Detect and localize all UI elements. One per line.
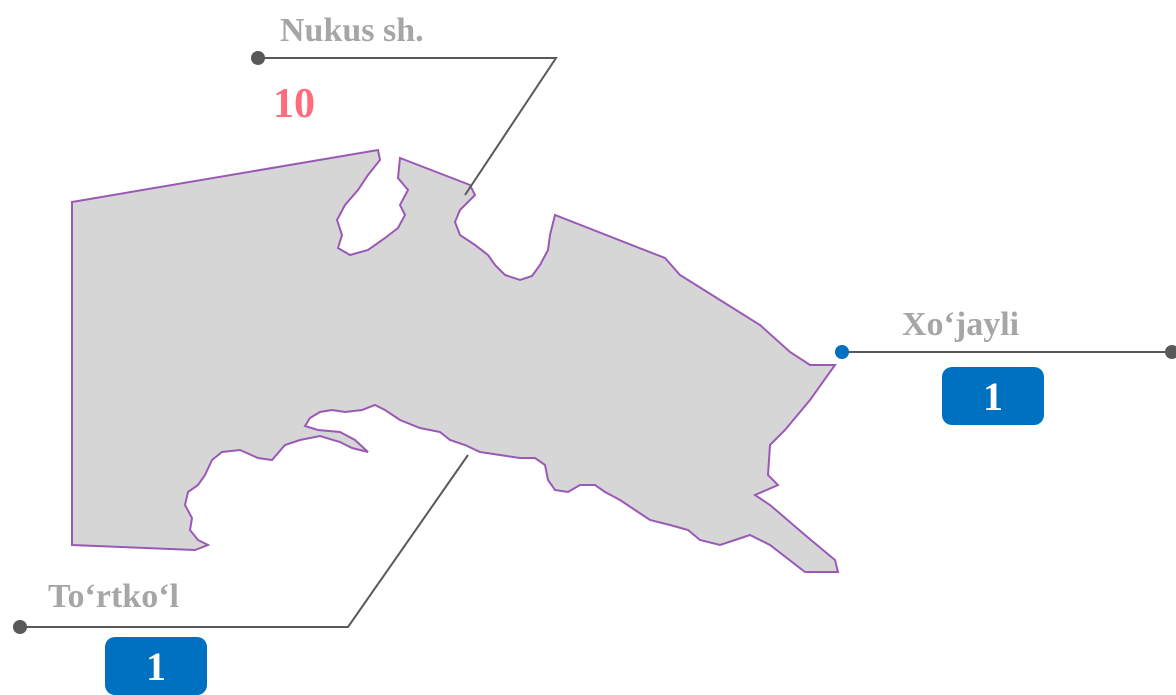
count-badge-xojayli: 1 — [942, 367, 1044, 425]
dot-icon — [835, 345, 849, 359]
leader-line-nukus — [258, 57, 558, 196]
region-polygon — [71, 148, 840, 573]
region-label-xojayli: Xo‘jayli — [902, 306, 1020, 343]
region-label-nukus: Nukus sh. — [280, 12, 424, 49]
dot-icon — [251, 51, 265, 65]
dot-icon — [13, 620, 27, 634]
count-badge-tortkol: 1 — [105, 637, 207, 695]
region-label-tortkol: To‘rtko‘l — [48, 578, 179, 615]
leader-line-tortkol — [20, 454, 469, 628]
dot-icon — [1165, 345, 1176, 359]
count-value-nukus: 10 — [273, 81, 315, 127]
